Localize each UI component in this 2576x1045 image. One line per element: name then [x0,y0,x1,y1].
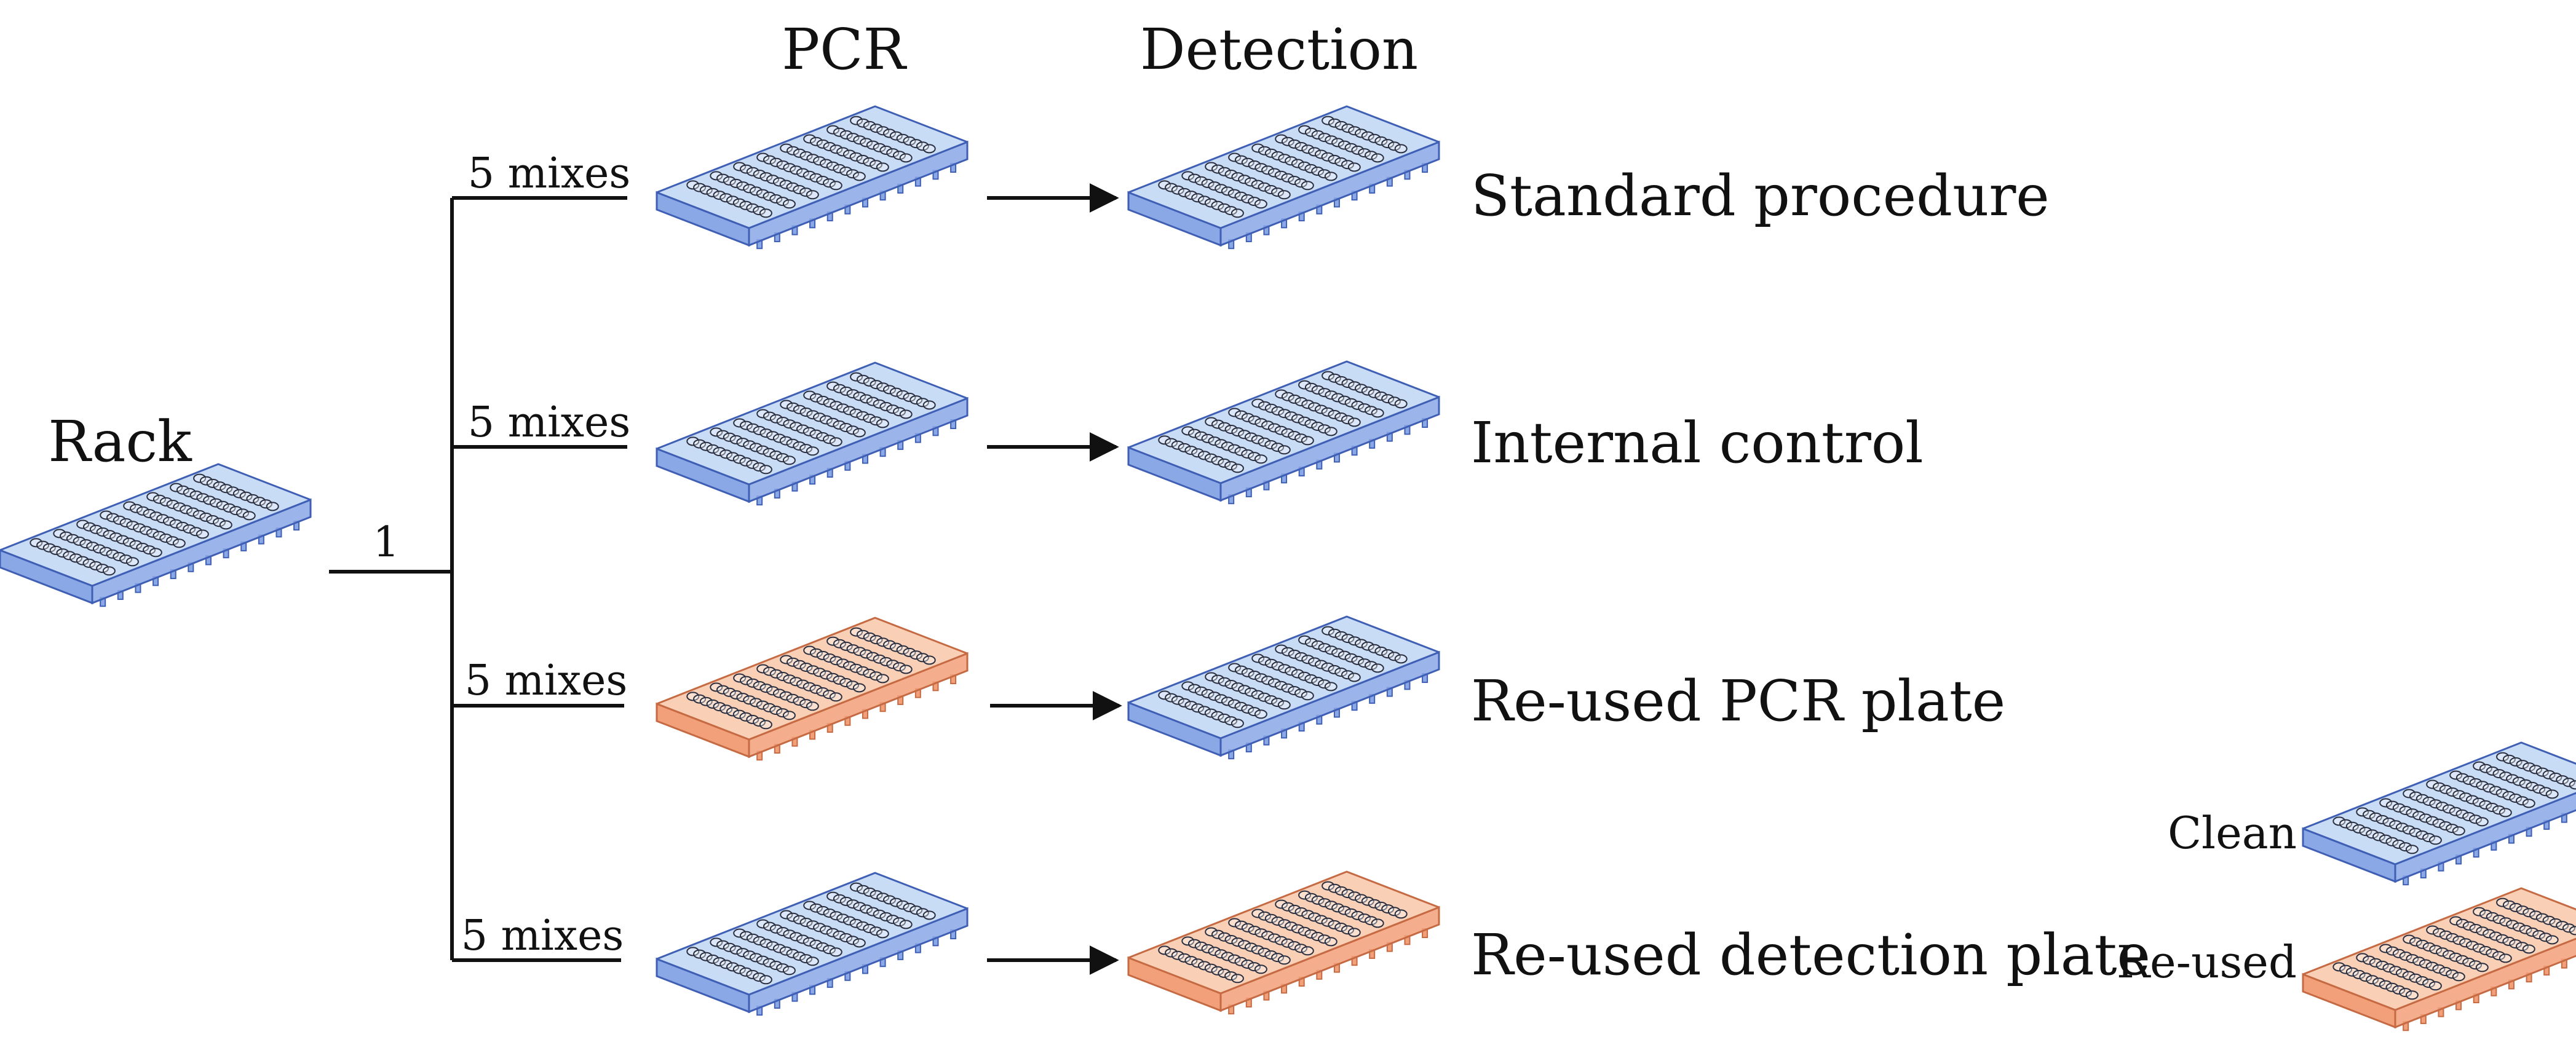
legend-label-clean: Clean [2168,807,2297,859]
legend-reused-plate-icon [2302,887,2576,1031]
header-detection: Detection [1140,17,1418,82]
mix-label: 5 mixes [468,398,631,447]
rack-plate-icon [0,463,312,607]
header-pcr: PCR [782,17,907,82]
mix-label: 5 mixes [468,149,631,198]
pcr-plate-icon [656,872,969,1016]
outcome-label-reused-pcr: Re-used PCR plate [1471,668,2005,734]
legend-clean-plate-icon [2302,741,2576,886]
detection-plate-icon [1127,615,1440,760]
pcr-plate-icon [656,617,969,761]
legend: Clean Re-used [2117,741,2576,1031]
rack-count-label: 1 [373,518,399,567]
legend-label-reused: Re-used [2117,936,2297,988]
detection-plate-icon [1127,105,1440,250]
outcome-label-reused-detection: Re-used detection plate [1471,922,2150,988]
detection-plate-icon [1127,360,1440,505]
outcome-label-standard: Standard procedure [1471,163,2050,229]
pcr-plate-icon [656,105,969,250]
outcome-label-internal: Internal control [1471,410,1924,476]
pcr-plate-icon [656,361,969,506]
mix-label: 5 mixes [465,657,628,705]
mix-label: 5 mixes [461,912,624,960]
header-rack: Rack [48,409,192,475]
detection-plate-icon [1127,870,1440,1015]
